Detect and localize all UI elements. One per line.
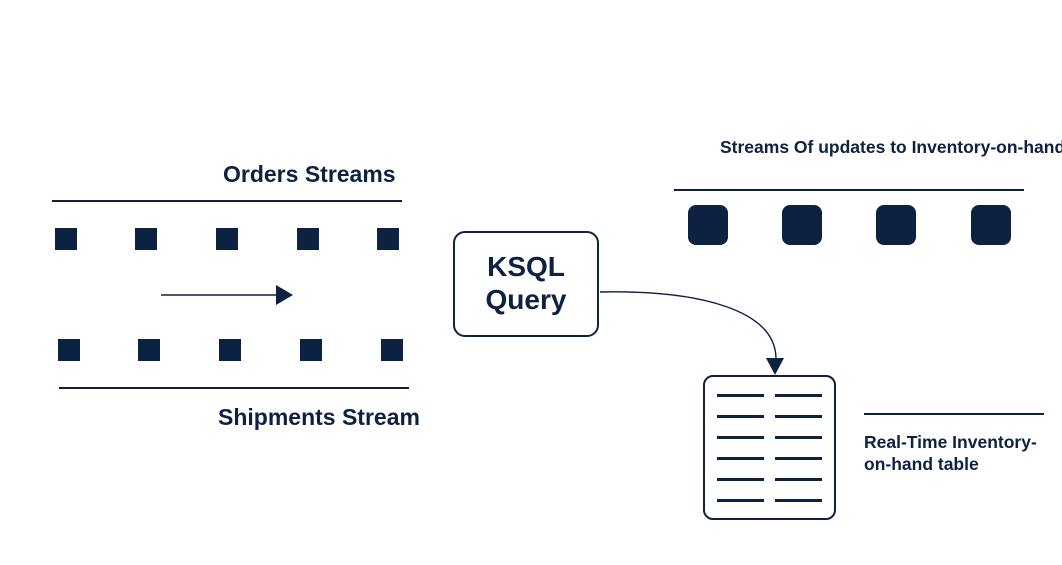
result-table-label: Real-Time Inventory-on-hand table: [864, 432, 1037, 474]
square-icon: [138, 339, 160, 361]
square-icon: [55, 228, 77, 250]
table-row-line: [775, 457, 822, 460]
rounded-square-icon: [876, 205, 916, 245]
table-row-line: [775, 415, 822, 418]
query-to-table-connector: [599, 291, 777, 359]
ksql-query-label: KSQL Query: [485, 251, 567, 315]
square-icon: [381, 339, 403, 361]
square-icon: [135, 228, 157, 250]
table-row-line: [775, 499, 822, 502]
square-icon: [300, 339, 322, 361]
square-icon: [216, 228, 238, 250]
updates-stream-rule: [674, 189, 1024, 191]
table-row-line: [717, 457, 764, 460]
ksql-query-box: [453, 231, 599, 337]
square-icon: [297, 228, 319, 250]
table-row-line: [717, 436, 764, 439]
shipments-stream-label: Shipments Stream: [218, 404, 420, 430]
square-icon: [377, 228, 399, 250]
square-icon: [219, 339, 241, 361]
table-row-line: [717, 415, 764, 418]
rounded-square-icon: [688, 205, 728, 245]
table-row-line: [717, 478, 764, 481]
connector-arrowhead-icon: [766, 358, 784, 375]
table-row-line: [717, 499, 764, 502]
rounded-square-icon: [971, 205, 1011, 245]
flow-arrow-icon: [161, 285, 293, 305]
updates-stream-label: Streams Of updates to Inventory-on-hand …: [720, 137, 1062, 157]
table-row-line: [775, 394, 822, 397]
table-row-line: [775, 436, 822, 439]
result-table-rule: [864, 413, 1044, 415]
table-row-line: [775, 478, 822, 481]
shipments-stream-rule: [59, 387, 409, 389]
table-row-line: [717, 394, 764, 397]
orders-stream-label: Orders Streams: [223, 161, 396, 187]
orders-stream-rule: [52, 200, 402, 202]
square-icon: [58, 339, 80, 361]
rounded-square-icon: [782, 205, 822, 245]
table-icon: [703, 375, 836, 520]
